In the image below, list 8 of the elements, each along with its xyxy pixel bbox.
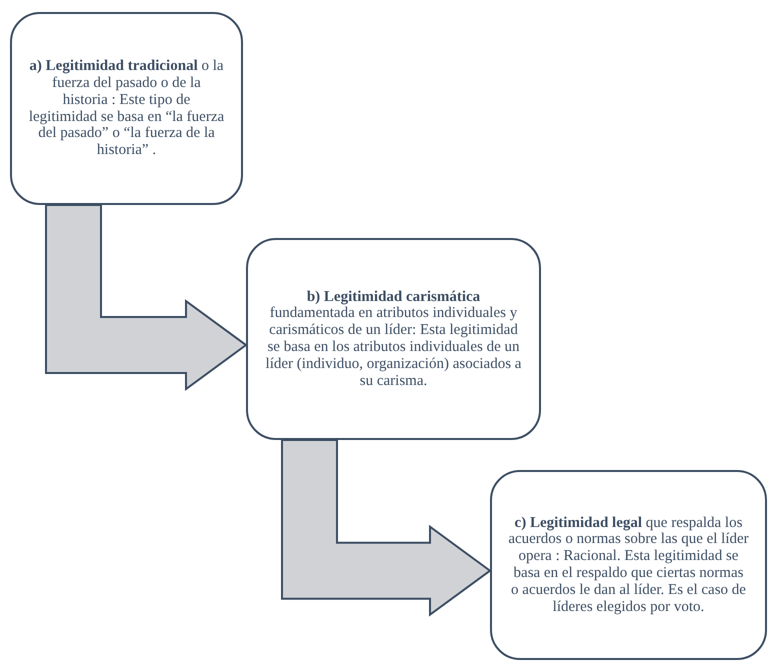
description-text: b) Legitimidad carismática fundamentada en atributos individuales y carismáticos de un líder: Esta legitimidad se basa en los atributos individuales de un líder (individuo, organización) asociados a su carisma. [264, 288, 522, 390]
rounded-box [10, 12, 243, 205]
rounded-box [246, 238, 541, 440]
description-text: c) Legitimidad legal que respalda los acuerdos o normas sobre las que el líder opera : Racional. Esta legitimidad se basa en el respaldo que ciertas normas o acuerdos le dan al líder. Es el caso de líderes elegidos por voto. [508, 514, 749, 616]
rounded-box [490, 470, 767, 660]
bent-block-arrow [281, 439, 492, 617]
description-text: a) Legitimidad tradicional o la fuerza del pasado o de la historia : Este tipo de legitimidad se basa en “la fuerza del pasado” o “la fuerza de la historia” . [28, 58, 225, 159]
bent-block-arrow [45, 204, 248, 392]
